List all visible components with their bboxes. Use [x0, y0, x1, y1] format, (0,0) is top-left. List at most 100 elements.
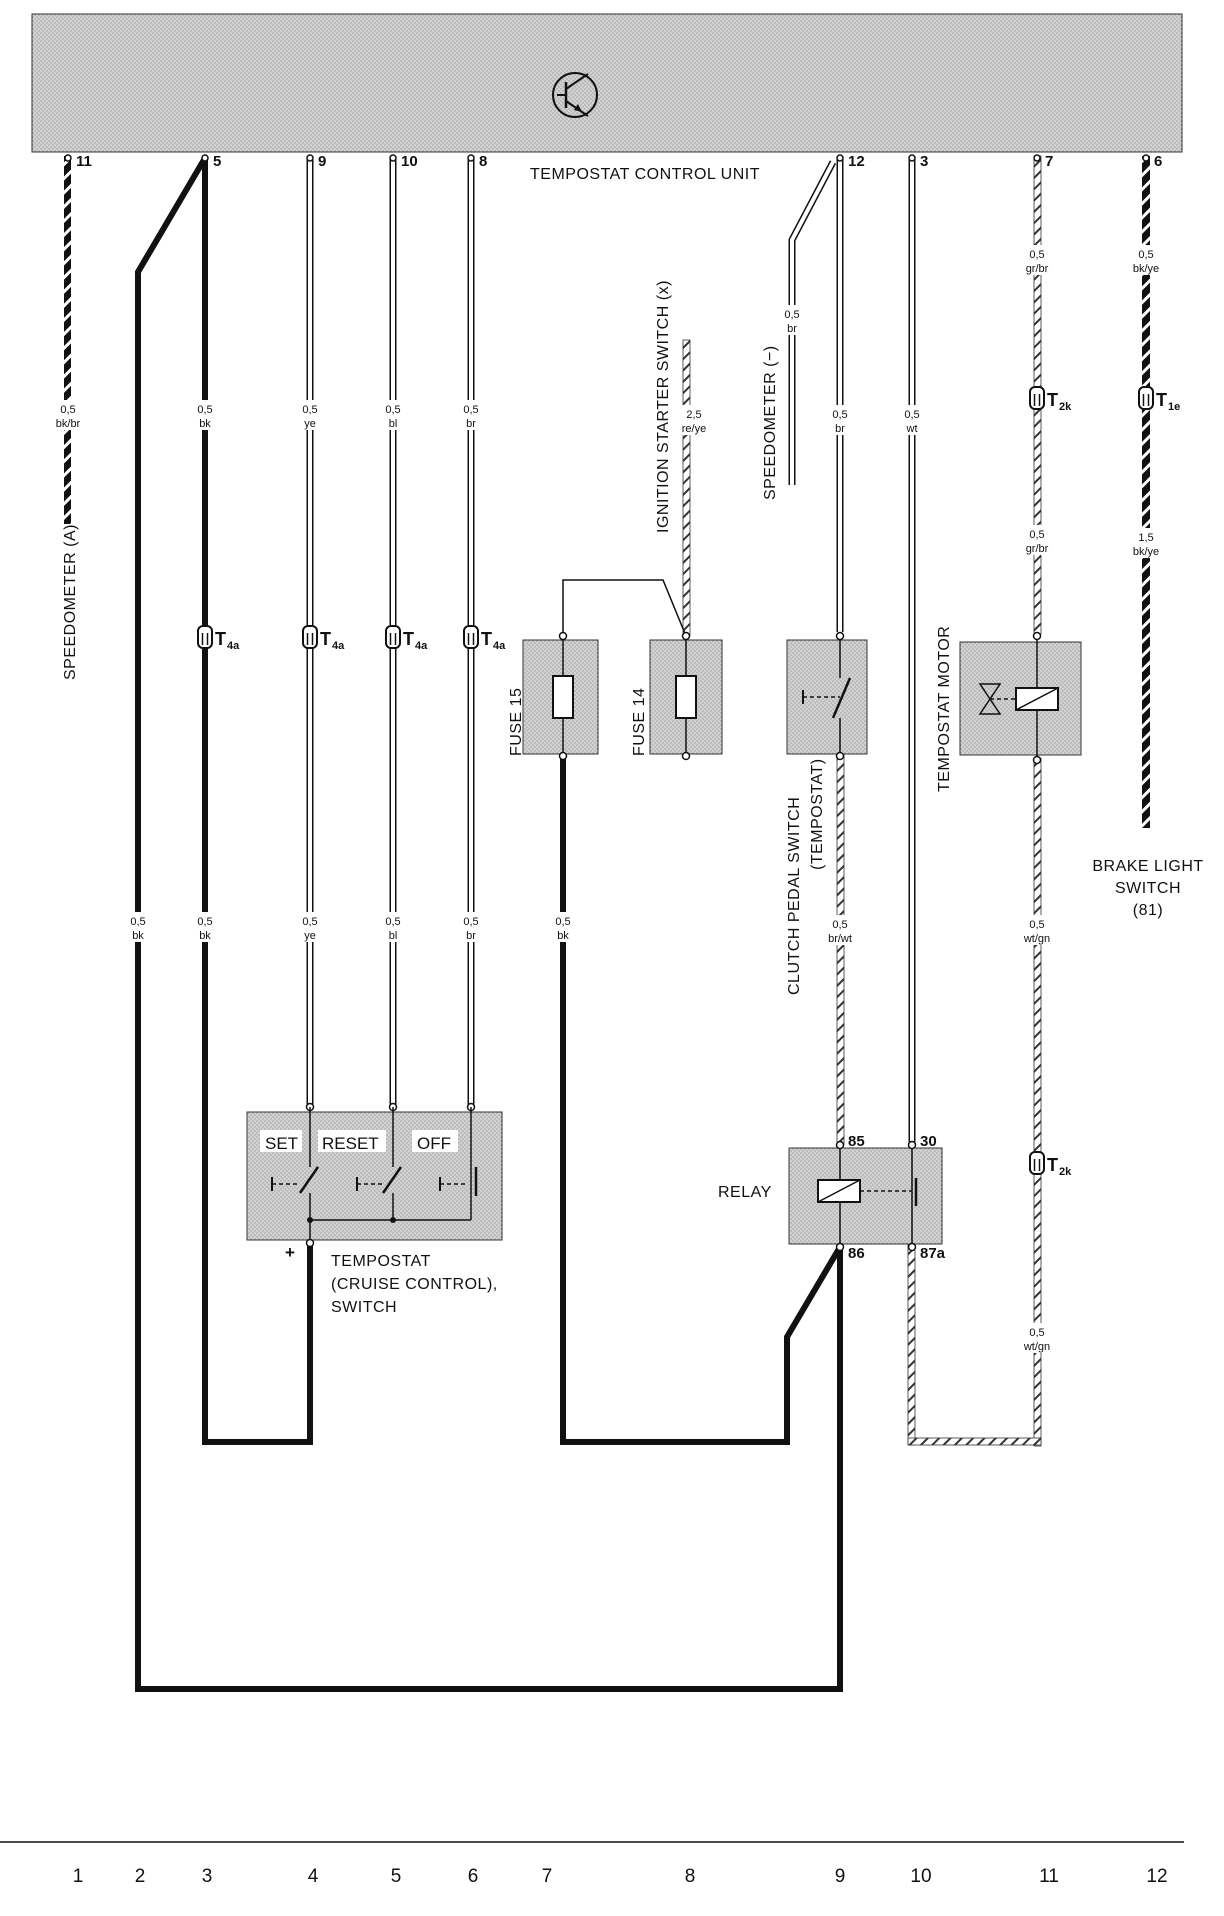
wire-label-size: 0,5 — [904, 409, 919, 421]
svg-text:T: T — [1047, 390, 1058, 410]
wire-br-wt — [836, 751, 845, 1146]
wire-label-color: bk — [199, 418, 211, 430]
pin-11: 11 — [76, 153, 92, 170]
wire-pin5-bk — [202, 156, 313, 1445]
cruise-control-switch: SET RESET OFF + TEMPOSTAT (CRUISE CONTRO… — [246, 1102, 503, 1316]
brake-light-label-2: SWITCH — [1115, 880, 1181, 897]
relay: RELAY 85 30 86 87a — [718, 1133, 946, 1262]
wire-label-color: gr/br — [1026, 263, 1049, 275]
svg-text:T: T — [481, 629, 492, 649]
tempostat-motor-label: TEMPOSTAT MOTOR — [936, 626, 953, 792]
switch-label-3: SWITCH — [331, 1299, 397, 1316]
pin-8: 8 — [479, 153, 487, 170]
column-number: 5 — [391, 1866, 402, 1887]
svg-text:1e: 1e — [1168, 401, 1180, 413]
wires — [64, 155, 1150, 1692]
wire-label-color: br — [835, 423, 845, 435]
wire-label-color: bk/ye — [1133, 263, 1159, 275]
column-number: 10 — [910, 1866, 931, 1887]
pin-9: 9 — [318, 153, 326, 170]
wire-label-size: 0,5 — [463, 404, 478, 416]
svg-text:4a: 4a — [332, 640, 345, 652]
wire-label-color: wt — [906, 423, 918, 435]
svg-text:4a: 4a — [227, 640, 240, 652]
wire-label-color: bl — [389, 418, 398, 430]
svg-text:T: T — [1156, 390, 1167, 410]
off-button-label: OFF — [417, 1134, 451, 1153]
wire-label-color: bk/br — [56, 418, 81, 430]
wire-label-color: br — [466, 930, 476, 942]
fuse-15 — [522, 631, 599, 761]
wire-label-size: 0,5 — [555, 916, 570, 928]
column-number: 9 — [835, 1866, 846, 1887]
wire-label-color: br — [466, 418, 476, 430]
clutch-switch-label: CLUTCH PEDAL SWITCH — [786, 797, 803, 995]
speedometer-a-label: SPEEDOMETER (A) — [62, 524, 79, 680]
relay-pin-30: 30 — [920, 1133, 937, 1150]
relay-label: RELAY — [718, 1184, 772, 1201]
wire-bk-ye — [1142, 156, 1150, 828]
column-number: 12 — [1146, 1866, 1167, 1887]
pin-3: 3 — [920, 153, 928, 170]
svg-text:4a: 4a — [415, 640, 428, 652]
relay-pin-85: 85 — [848, 1133, 865, 1150]
fuse-14 — [649, 631, 723, 761]
pin-7: 7 — [1045, 153, 1053, 170]
wire-label-size: 0,5 — [1029, 249, 1044, 261]
pin-5: 5 — [213, 153, 221, 170]
wire-ground-bk — [135, 156, 843, 1692]
wire-label-color: re/ye — [682, 423, 706, 435]
control-unit-label: TEMPOSTAT CONTROL UNIT — [530, 166, 760, 183]
wire-label-color: bk — [132, 930, 144, 942]
wire-labels: 0,5 bk/br 0,5 bk 0,5 ye 0,5 bl 0,5 br 2,… — [51, 245, 1163, 1353]
wire-label-size: 0,5 — [832, 919, 847, 931]
wire-label-color: bk — [199, 930, 211, 942]
column-number: 7 — [542, 1866, 553, 1887]
wire-label-size: 0,5 — [197, 404, 212, 416]
wire-label-size: 2,5 — [686, 409, 701, 421]
wire-label-size: 0,5 — [302, 916, 317, 928]
svg-text:T: T — [215, 629, 226, 649]
wire-ignition-reye — [682, 339, 691, 637]
brake-light-label-1: BRAKE LIGHT — [1092, 858, 1203, 875]
wire-label-color: wt/gn — [1023, 1341, 1050, 1353]
wire-label-size: 0,5 — [302, 404, 317, 416]
column-number: 2 — [135, 1866, 146, 1887]
wire-label-color: br/wt — [828, 933, 852, 945]
wire-label-size: 0,5 — [1029, 1327, 1044, 1339]
tempostat-motor — [959, 631, 1082, 765]
clutch-pedal-switch — [786, 631, 868, 761]
wire-fuse-bridge — [562, 579, 687, 637]
svg-text:T: T — [1047, 1155, 1058, 1175]
column-number: 3 — [202, 1866, 213, 1887]
control-unit: TEMPOSTAT CONTROL UNIT — [31, 13, 1183, 183]
wire-label-color: ye — [304, 930, 316, 942]
wire-label-size: 0,5 — [60, 404, 75, 416]
pin-6: 6 — [1154, 153, 1162, 170]
ignition-switch-label: IGNITION STARTER SWITCH (x) — [655, 280, 672, 533]
relay-pin-86: 86 — [848, 1245, 865, 1262]
wire-label-color: bl — [389, 930, 398, 942]
wire-label-color: gr/br — [1026, 543, 1049, 555]
wire-label-size: 0,5 — [1029, 919, 1044, 931]
column-number: 4 — [308, 1866, 319, 1887]
svg-text:2k: 2k — [1059, 1166, 1072, 1178]
svg-text:2k: 2k — [1059, 401, 1072, 413]
pin-10: 10 — [401, 153, 418, 170]
pin-numbers: 11 5 9 10 8 12 3 7 6 — [76, 153, 1162, 170]
wire-label-size: 0,5 — [784, 309, 799, 321]
wire-speedometer-a — [64, 156, 71, 524]
svg-text:T: T — [403, 629, 414, 649]
wire-label-size: 0,5 — [1029, 529, 1044, 541]
wire-label-size: 0,5 — [130, 916, 145, 928]
svg-text:T: T — [320, 629, 331, 649]
wire-label-size: 0,5 — [197, 916, 212, 928]
